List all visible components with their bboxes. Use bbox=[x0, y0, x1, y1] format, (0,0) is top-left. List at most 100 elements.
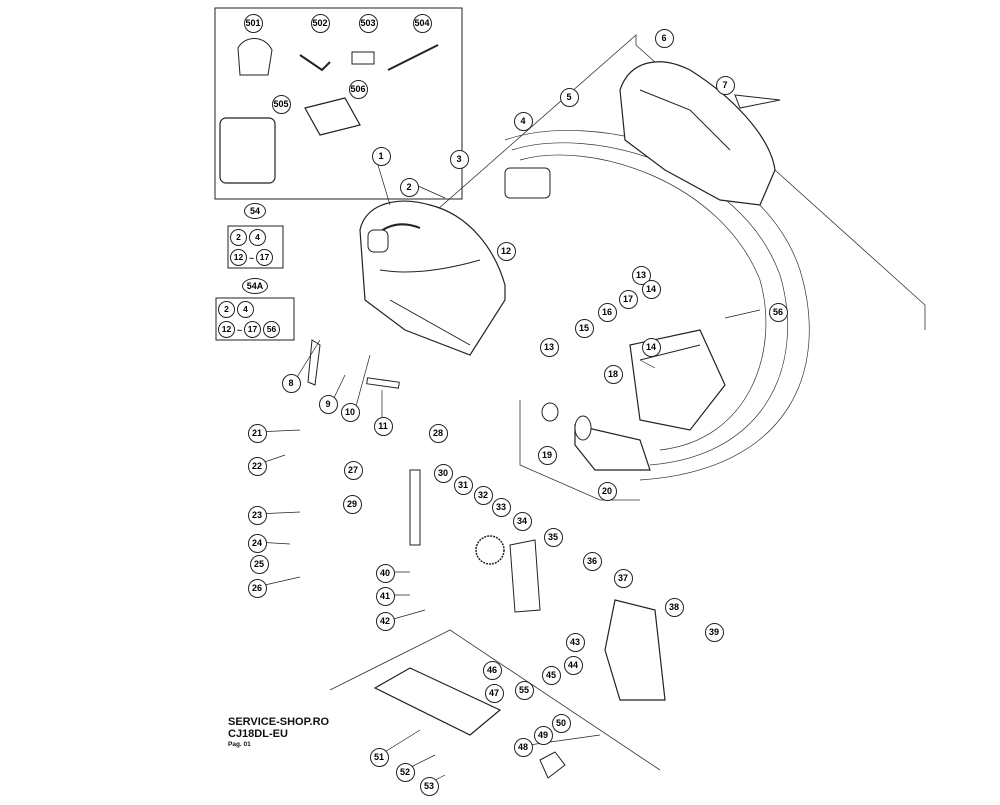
kit-part-ref: 12 bbox=[230, 249, 247, 266]
plate bbox=[366, 377, 400, 389]
part-ref-23: 23 bbox=[247, 505, 267, 525]
part-ref-8: 8 bbox=[281, 373, 301, 393]
hex-wrench bbox=[299, 54, 331, 72]
kit-part-ref: 12 bbox=[218, 321, 235, 338]
switch-part bbox=[504, 167, 551, 199]
accessory-ref-504: 504 bbox=[412, 13, 432, 33]
kit-part-ref: 56 bbox=[262, 321, 280, 338]
part-ref-17: 17 bbox=[618, 289, 638, 309]
part-ref-13: 13 bbox=[539, 337, 559, 357]
part-ref-14: 14 bbox=[641, 337, 661, 357]
accessory-ref-503: 503 bbox=[358, 13, 378, 33]
part-ref-14: 14 bbox=[641, 279, 661, 299]
carry-case bbox=[219, 117, 276, 184]
assembly-frame bbox=[379, 34, 926, 330]
accessory-box bbox=[214, 7, 463, 200]
kit-part-ref: 4 bbox=[237, 301, 254, 318]
part-ref-45: 45 bbox=[541, 665, 561, 685]
accessory-ref-505: 505 bbox=[271, 94, 291, 114]
part-ref-32: 32 bbox=[473, 485, 493, 505]
kit-54a-label: 54A bbox=[242, 278, 268, 294]
part-ref-18: 18 bbox=[603, 364, 623, 384]
part-ref-29: 29 bbox=[342, 494, 362, 514]
clip bbox=[351, 51, 375, 65]
part-ref-12: 12 bbox=[496, 241, 516, 261]
part-ref-47: 47 bbox=[484, 683, 504, 703]
plunger bbox=[409, 469, 421, 546]
part-ref-21: 21 bbox=[247, 423, 267, 443]
part-ref-35: 35 bbox=[543, 527, 563, 547]
part-ref-42: 42 bbox=[375, 611, 395, 631]
kit-row: 12~17 bbox=[230, 249, 282, 266]
page-number: Pag. 01 bbox=[228, 741, 251, 748]
part-ref-49: 49 bbox=[533, 725, 553, 745]
part-ref-40: 40 bbox=[375, 563, 395, 583]
part-ref-36: 36 bbox=[582, 551, 602, 571]
kit-part-ref: 2 bbox=[230, 229, 247, 246]
part-ref-52: 52 bbox=[395, 762, 415, 782]
kit-part-ref: 17 bbox=[255, 249, 273, 266]
wire-loop-inner bbox=[511, 142, 788, 466]
part-ref-1: 1 bbox=[371, 146, 391, 166]
part-ref-50: 50 bbox=[551, 713, 571, 733]
part-ref-16: 16 bbox=[597, 302, 617, 322]
part-ref-37: 37 bbox=[613, 568, 633, 588]
part-ref-28: 28 bbox=[428, 423, 448, 443]
part-ref-48: 48 bbox=[513, 737, 533, 757]
part-ref-22: 22 bbox=[247, 456, 267, 476]
part-ref-38: 38 bbox=[664, 597, 684, 617]
part-ref-15: 15 bbox=[574, 318, 594, 338]
kit-part-ref: 17 bbox=[243, 321, 261, 338]
part-ref-33: 33 bbox=[491, 497, 511, 517]
part-ref-41: 41 bbox=[375, 586, 395, 606]
lower-frame bbox=[519, 400, 640, 501]
range-separator: ~ bbox=[237, 324, 242, 335]
part-ref-10: 10 bbox=[340, 402, 360, 422]
accessory-ref-501: 501 bbox=[243, 13, 263, 33]
part-ref-3: 3 bbox=[449, 149, 469, 169]
part-ref-53: 53 bbox=[419, 776, 439, 796]
range-separator: ~ bbox=[249, 252, 254, 263]
part-ref-5: 5 bbox=[559, 87, 579, 107]
part-ref-30: 30 bbox=[433, 463, 453, 483]
gear bbox=[475, 535, 505, 565]
part-ref-34: 34 bbox=[512, 511, 532, 531]
base-plate bbox=[373, 667, 502, 736]
kit-part-ref: 4 bbox=[249, 229, 266, 246]
part-ref-31: 31 bbox=[453, 475, 473, 495]
part-ref-56: 56 bbox=[768, 302, 788, 322]
part-ref-11: 11 bbox=[373, 416, 393, 436]
motor bbox=[541, 402, 651, 471]
part-ref-44: 44 bbox=[563, 655, 583, 675]
part-ref-51: 51 bbox=[369, 747, 389, 767]
blade bbox=[387, 44, 439, 71]
part-ref-19: 19 bbox=[537, 445, 557, 465]
part-ref-46: 46 bbox=[482, 660, 502, 680]
part-ref-2: 2 bbox=[399, 177, 419, 197]
kit-part-ref: 2 bbox=[218, 301, 235, 318]
part-ref-20: 20 bbox=[597, 481, 617, 501]
accessory-ref-502: 502 bbox=[310, 13, 330, 33]
part-ref-24: 24 bbox=[247, 533, 267, 553]
wire-loop-outer bbox=[504, 130, 810, 481]
part-ref-13: 13 bbox=[631, 265, 651, 285]
part-ref-39: 39 bbox=[704, 622, 724, 642]
model-code: CJ18DL-EU bbox=[228, 728, 288, 740]
kit-54-label: 54 bbox=[244, 203, 266, 219]
part-ref-6: 6 bbox=[654, 28, 674, 48]
part-ref-9: 9 bbox=[318, 394, 338, 414]
part-ref-4: 4 bbox=[513, 111, 533, 131]
accessory-ref-506: 506 bbox=[348, 79, 368, 99]
part-ref-26: 26 bbox=[247, 578, 267, 598]
wire-loop-3 bbox=[519, 154, 767, 451]
kit-box-54a bbox=[215, 297, 295, 341]
part-ref-27: 27 bbox=[343, 460, 363, 480]
shop-name: SERVICE-SHOP.RO bbox=[228, 716, 330, 728]
kit-box-54 bbox=[227, 225, 284, 269]
spring-plate bbox=[307, 339, 321, 386]
